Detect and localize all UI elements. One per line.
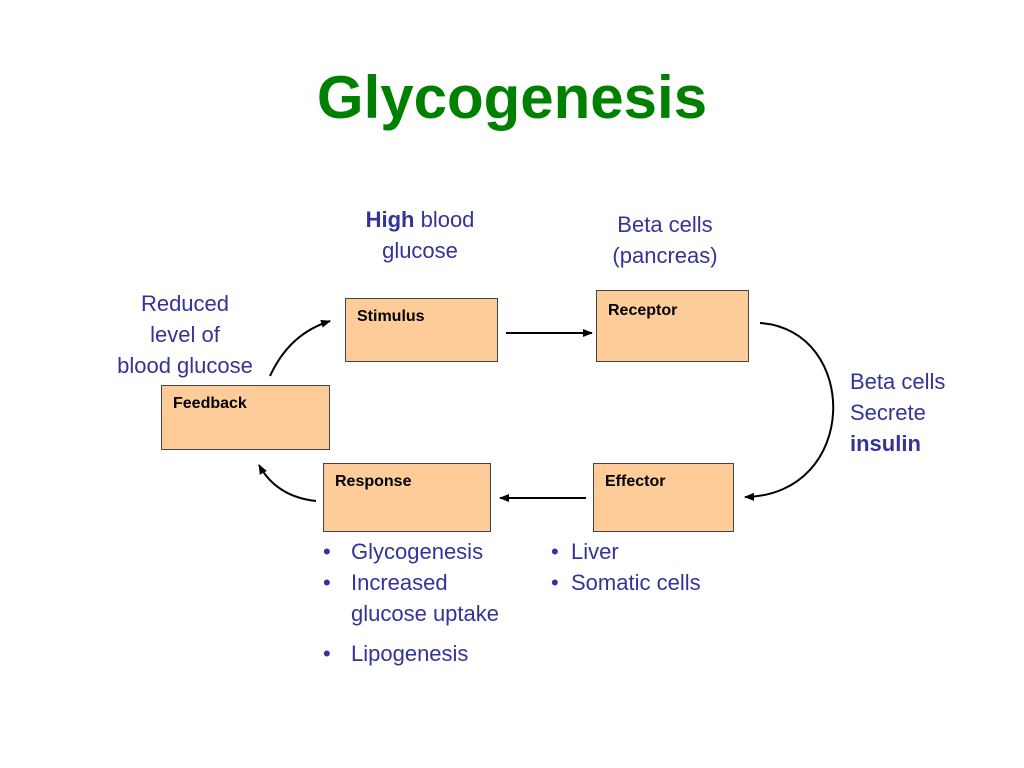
stimulus-label: High blood glucose	[340, 204, 500, 266]
receptor-label-line1: Beta cells	[617, 212, 713, 237]
receptor-label: Beta cells (pancreas)	[585, 209, 745, 271]
effector-side-line1: Beta cells	[850, 369, 946, 394]
arrow-receptor-to-effector	[744, 322, 835, 501]
stimulus-box: Stimulus	[345, 298, 498, 362]
page-title: Glycogenesis	[316, 64, 708, 131]
feedback-box-label: Feedback	[173, 395, 247, 412]
arrow-response-to-feedback	[258, 464, 317, 502]
effector-list: • Liver • Somatic cells	[551, 536, 701, 598]
feedback-label-line2: level of	[150, 322, 220, 347]
bullet-icon: •	[551, 570, 559, 595]
bullet-icon: •	[323, 570, 331, 595]
response-box-label: Response	[335, 473, 412, 490]
feedback-label-line1: Reduced	[140, 291, 230, 316]
feedback-box: Feedback	[161, 385, 330, 450]
effector-side-label: Beta cells Secrete insulin	[850, 366, 1010, 459]
feedback-label: Reduced level of blood glucose	[100, 288, 270, 381]
list-item: • Liver	[551, 536, 701, 567]
receptor-box: Receptor	[596, 290, 749, 362]
list-item: • Increased glucose uptake	[317, 567, 499, 629]
list-item: • Lipogenesis	[317, 638, 499, 669]
stimulus-box-label: Stimulus	[357, 308, 425, 325]
stimulus-label-line2: glucose	[382, 238, 458, 263]
bullet-icon: •	[551, 539, 559, 564]
effector-side-line3: insulin	[850, 431, 921, 456]
list-item: • Somatic cells	[551, 567, 701, 598]
effector-box: Effector	[593, 463, 734, 532]
effector-box-label: Effector	[605, 473, 666, 490]
response-list: • Glycogenesis • Increased glucose uptak…	[317, 536, 499, 669]
receptor-box-label: Receptor	[608, 302, 678, 319]
stimulus-label-bold: High	[365, 207, 415, 232]
feedback-label-line3: blood glucose	[117, 353, 253, 378]
response-box: Response	[323, 463, 491, 532]
effector-side-line2: Secrete	[850, 400, 926, 425]
stimulus-label-rest: blood	[414, 207, 475, 232]
bullet-icon: •	[323, 539, 331, 564]
arrow-feedback-to-stimulus	[269, 319, 331, 377]
receptor-label-line2: (pancreas)	[612, 243, 718, 268]
list-item: • Glycogenesis	[317, 536, 499, 567]
bullet-icon: •	[323, 641, 331, 666]
